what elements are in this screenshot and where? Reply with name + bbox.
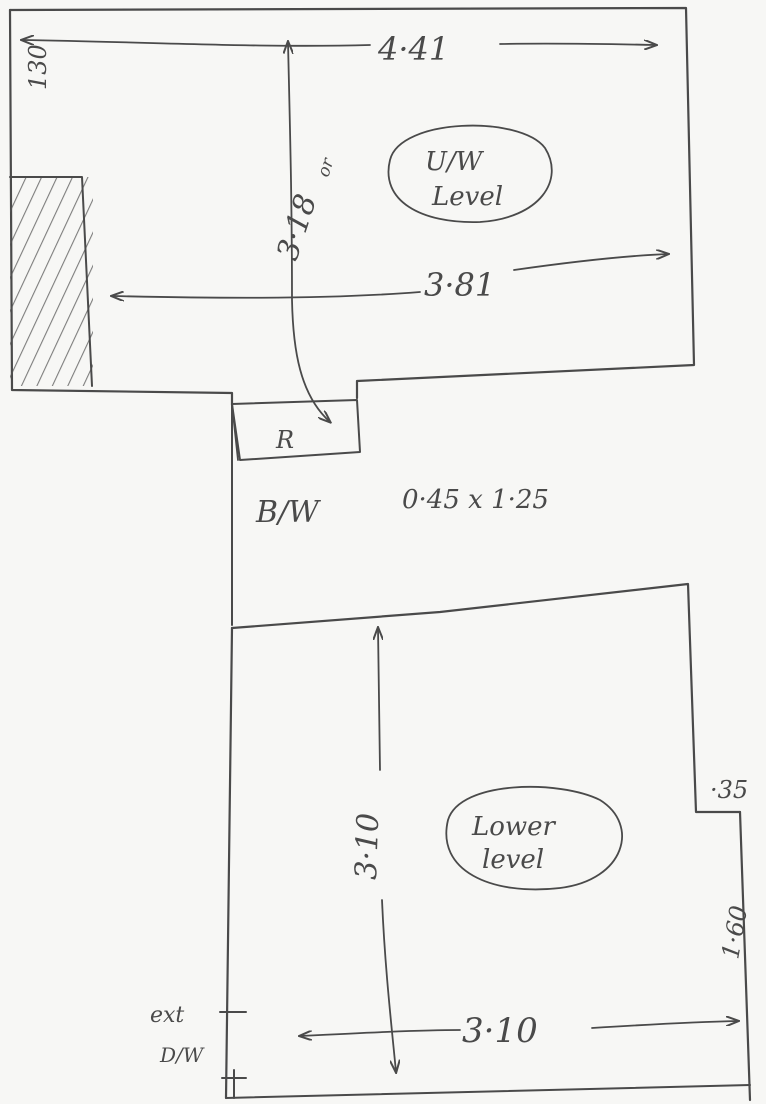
lower-room-left-wall xyxy=(224,626,234,1100)
width-mid-label: 3·81 xyxy=(424,266,495,304)
upper-level-bubble xyxy=(387,124,553,223)
hatched-fixture-outline xyxy=(9,176,93,387)
width-mid-right-line xyxy=(513,254,668,271)
upper-room xyxy=(8,6,696,407)
stair-size: 0·45 x 1·25 xyxy=(402,485,549,515)
depth-arrow-lower-bottom xyxy=(381,899,396,1072)
upper-level-label-2: Level xyxy=(431,182,503,212)
lower-room-right-wall xyxy=(738,810,752,1102)
width-top-right-line xyxy=(499,44,656,45)
left-depth-label: 130 xyxy=(24,44,52,90)
depth-arrow-lower-top xyxy=(378,628,380,771)
width-mid-left-line xyxy=(112,292,421,298)
width-bottom-label: 3·10 xyxy=(462,1011,538,1051)
stair-mark: R xyxy=(275,426,294,454)
upper-room-outline xyxy=(8,6,696,400)
lower-level-label-2: level xyxy=(482,845,544,875)
width-bottom-right-line xyxy=(591,1021,738,1029)
step-label: ·35 xyxy=(710,776,748,804)
external-door-ticks xyxy=(219,1011,247,1099)
stair-label: B/W xyxy=(255,495,321,530)
width-bottom-left-line xyxy=(300,1029,461,1036)
hatched-fixture xyxy=(10,177,93,386)
stair xyxy=(231,399,361,461)
lower-level-bubble xyxy=(445,785,623,891)
depth-lower-label: 3·10 xyxy=(349,812,386,880)
depth-upper-label: 3·18 xyxy=(270,190,324,264)
door-label-2: D/W xyxy=(159,1043,205,1067)
lower-level-label-1: Lower xyxy=(471,812,557,842)
lower-room xyxy=(219,582,752,1102)
stair-box xyxy=(231,399,361,461)
lower-room-bottom-wall xyxy=(225,1084,751,1099)
upper-level-label-1: U/W xyxy=(425,147,485,177)
depth-upper-note: or xyxy=(314,155,339,179)
right-depth-label: 1·60 xyxy=(716,904,753,961)
door-label-1: ext xyxy=(150,1003,184,1028)
width-top-left-line xyxy=(22,40,371,47)
depth-arrow-upper xyxy=(288,42,330,422)
lower-room-top-right xyxy=(230,582,742,814)
width-top-label: 4·41 xyxy=(377,30,449,68)
